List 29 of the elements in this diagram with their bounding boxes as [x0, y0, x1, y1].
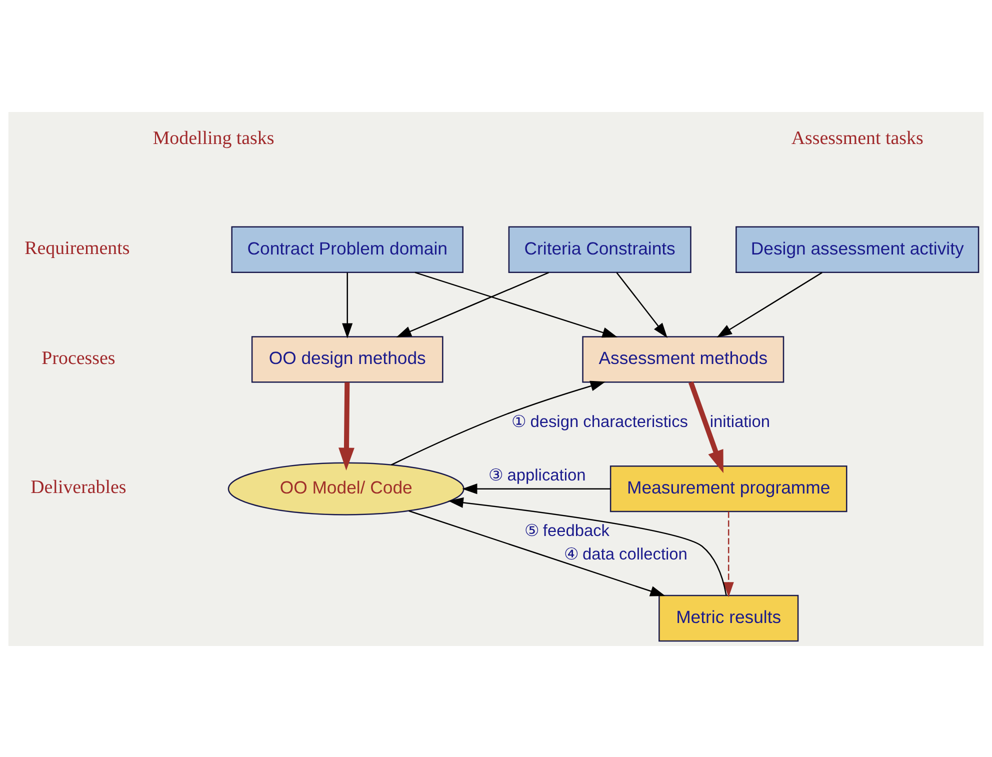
node-box: Contract Problem domain — [231, 226, 464, 272]
node-box: OO design methods — [251, 336, 444, 382]
arrow — [462, 483, 610, 494]
arrow — [414, 271, 618, 338]
arrow — [616, 272, 668, 338]
edge-label: ④ data collection — [564, 544, 688, 563]
label: Deliverables — [30, 476, 126, 498]
label: Assessment tasks — [791, 128, 924, 149]
arrow — [723, 511, 734, 597]
arrow — [716, 272, 822, 337]
arrow — [688, 380, 724, 473]
label: Processes — [42, 347, 116, 368]
node-box: Criteria Constraints — [508, 226, 692, 272]
edge-label: ① design characteristics — [512, 412, 688, 430]
node-box: Assessment methods — [582, 336, 784, 382]
label: Modelling tasks — [152, 128, 274, 149]
arrow — [338, 382, 354, 470]
node-box: Metric results — [658, 594, 799, 642]
edge-label: ⑤ feedback — [524, 522, 610, 540]
edge-label: initiation — [710, 412, 770, 430]
label: Requirements — [24, 238, 130, 259]
edge-label: ③ application — [488, 466, 586, 484]
arrow — [448, 496, 727, 596]
arrow — [408, 510, 666, 596]
node-box: Design assessment activity — [736, 226, 980, 272]
arrow — [391, 380, 606, 465]
node-box: Measurement programme — [610, 464, 848, 512]
arrow — [342, 272, 353, 338]
arrow — [396, 272, 549, 337]
